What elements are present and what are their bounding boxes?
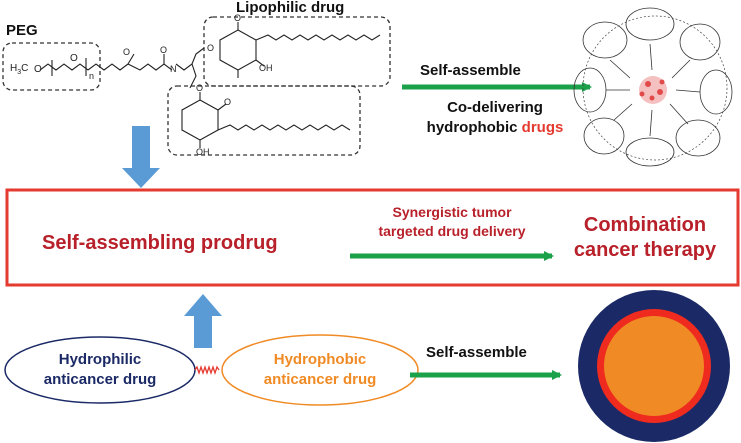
core-shell-nanoparticle <box>578 290 730 442</box>
hydrophobic-drug-ellipse <box>221 334 419 406</box>
self-assembling-prodrug-label: Self-assembling prodrug <box>42 232 278 254</box>
atom-o-ring2-top: O <box>196 83 204 93</box>
top-arrow-label-self-assemble: Self-assemble <box>420 62 521 79</box>
peg-oxygen-2: O <box>70 53 78 64</box>
peg-chain-structure <box>39 58 129 76</box>
h3c-sub: 3 <box>17 69 22 76</box>
atom-o-carbonyl: O <box>160 45 168 55</box>
quinone-ring-top <box>219 22 381 78</box>
atom-o-quinone-top: O <box>234 13 242 23</box>
blue-up-arrow <box>184 294 222 348</box>
linker-backbone-structure <box>127 47 205 89</box>
h3c-h: H <box>10 63 18 74</box>
peg-formula: H3C <box>10 63 28 76</box>
synergistic-line1: Synergistic tumor <box>392 204 512 220</box>
quinone-ring-bottom <box>181 92 351 148</box>
combination-line2: cancer therapy <box>573 239 717 261</box>
atom-o-ring2-side: O <box>224 97 232 107</box>
top-arrow-label-co-delivering: Co-delivering hydrophobic drugs <box>405 98 585 138</box>
synergistic-delivery-label: Synergistic tumor targeted drug delivery <box>352 203 552 241</box>
zigzag-linker <box>194 364 220 376</box>
drugs-word: drugs <box>521 119 564 136</box>
peg-repeat-n: n <box>89 71 95 81</box>
combination-therapy-label: Combination cancer therapy <box>555 213 735 263</box>
h3c-c: C <box>21 63 29 74</box>
atom-o-ester: O <box>123 47 131 57</box>
bottom-arrow-label-self-assemble: Self-assemble <box>426 344 527 361</box>
hydrophilic-line1: Hydrophilic <box>58 351 142 368</box>
lipophilic-drug-box-bottom <box>167 85 361 156</box>
hydrophobic-line2: anticancer drug <box>263 371 377 388</box>
peg-label: PEG <box>6 22 38 39</box>
atom-nh: N <box>170 64 177 74</box>
lipophilic-drug-box-top <box>203 16 391 87</box>
co-delivering-line1: Co-delivering <box>447 99 543 116</box>
atom-oh-2: OH <box>196 147 210 157</box>
blue-down-arrow <box>122 126 160 188</box>
hydrophilic-drug-label: Hydrophilic anticancer drug <box>10 350 190 390</box>
combination-line1: Combination <box>583 214 707 236</box>
hydrophobic-word: hydrophobic <box>426 119 522 136</box>
hydrophobic-line1: Hydrophobic <box>273 351 367 368</box>
synergistic-line2: targeted drug delivery <box>378 223 526 239</box>
prodrug-frame <box>5 188 740 287</box>
peg-oxygen-1: O <box>34 64 42 75</box>
lipophilic-drug-label: Lipophilic drug <box>236 0 345 16</box>
hydrophilic-line2: anticancer drug <box>43 371 157 388</box>
hydrophobic-drug-label: Hydrophobic anticancer drug <box>225 350 415 390</box>
micelle-nanoparticle <box>573 7 733 167</box>
atom-oh-1: OH <box>259 63 273 73</box>
atom-o-ring1: O <box>207 43 215 53</box>
co-delivering-line2: hydrophobic drugs <box>405 118 585 138</box>
